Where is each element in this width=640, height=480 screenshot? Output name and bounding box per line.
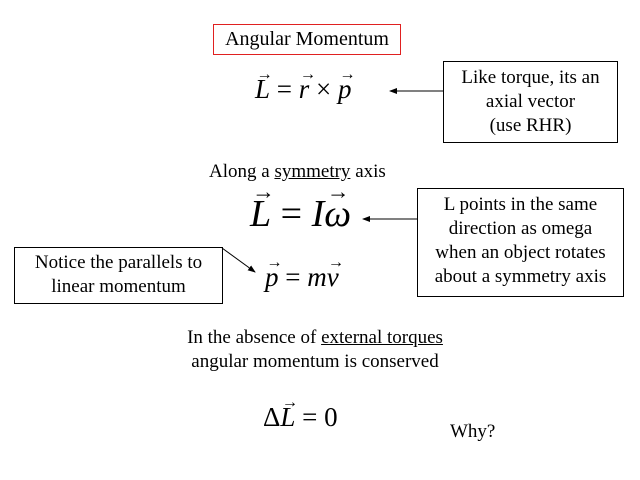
text: Along a	[209, 161, 275, 182]
note-axial-vector: Like torque, its an axial vector (use RH…	[443, 61, 618, 143]
underlined-text: external torques	[321, 327, 443, 348]
conservation-text: In the absence of external torques angul…	[160, 326, 470, 374]
eq-equals: =	[278, 262, 308, 292]
equation-cross-product: L = r × p	[255, 65, 355, 105]
eq-I: I	[311, 193, 325, 235]
underlined-text: symmetry	[274, 161, 351, 182]
slide-title: Angular Momentum	[213, 24, 401, 55]
note-line: when an object rotates	[435, 242, 606, 263]
note-line: Notice the parallels to	[34, 252, 203, 273]
eq-L: L	[255, 65, 273, 105]
text: angular momentum is conserved	[191, 351, 439, 372]
eq-m: m	[307, 262, 327, 292]
why-text: Why?	[450, 421, 496, 442]
eq-equals: =	[271, 193, 312, 235]
note-line: Like torque, its an	[461, 67, 600, 88]
note-line: (use RHR)	[489, 115, 572, 136]
equation-L-I-omega: L = Iω	[250, 179, 351, 236]
arrow-icon	[221, 247, 256, 273]
equation-p-mv: p = mv	[265, 253, 344, 293]
note-line: L points in the same	[443, 194, 598, 215]
eq-times: ×	[309, 74, 339, 104]
eq-equals: =	[270, 74, 299, 104]
note-line: direction as omega	[448, 218, 593, 239]
eq-omega: ω	[324, 179, 351, 236]
note-line: axial vector	[485, 91, 576, 112]
eq-delta: Δ	[263, 402, 281, 432]
text: axis	[350, 161, 386, 182]
eq-r: r	[299, 65, 315, 105]
note-line: about a symmetry axis	[434, 266, 607, 287]
eq-L: L	[250, 179, 275, 236]
eq-p: p	[265, 253, 282, 293]
note-line: linear momentum	[51, 276, 186, 297]
eq-v: v	[327, 253, 344, 293]
note-linear-momentum: Notice the parallels to linear momentum	[14, 247, 223, 304]
eq-L: L	[280, 393, 298, 433]
symmetry-heading: Along a symmetry axis	[209, 161, 386, 183]
note-direction: L points in the same direction as omega …	[417, 188, 624, 297]
text: In the absence of	[187, 327, 322, 348]
eq-equals-zero: = 0	[295, 402, 338, 432]
equation-delta-L: ΔL = 0	[263, 393, 338, 433]
eq-p: p	[338, 65, 355, 105]
